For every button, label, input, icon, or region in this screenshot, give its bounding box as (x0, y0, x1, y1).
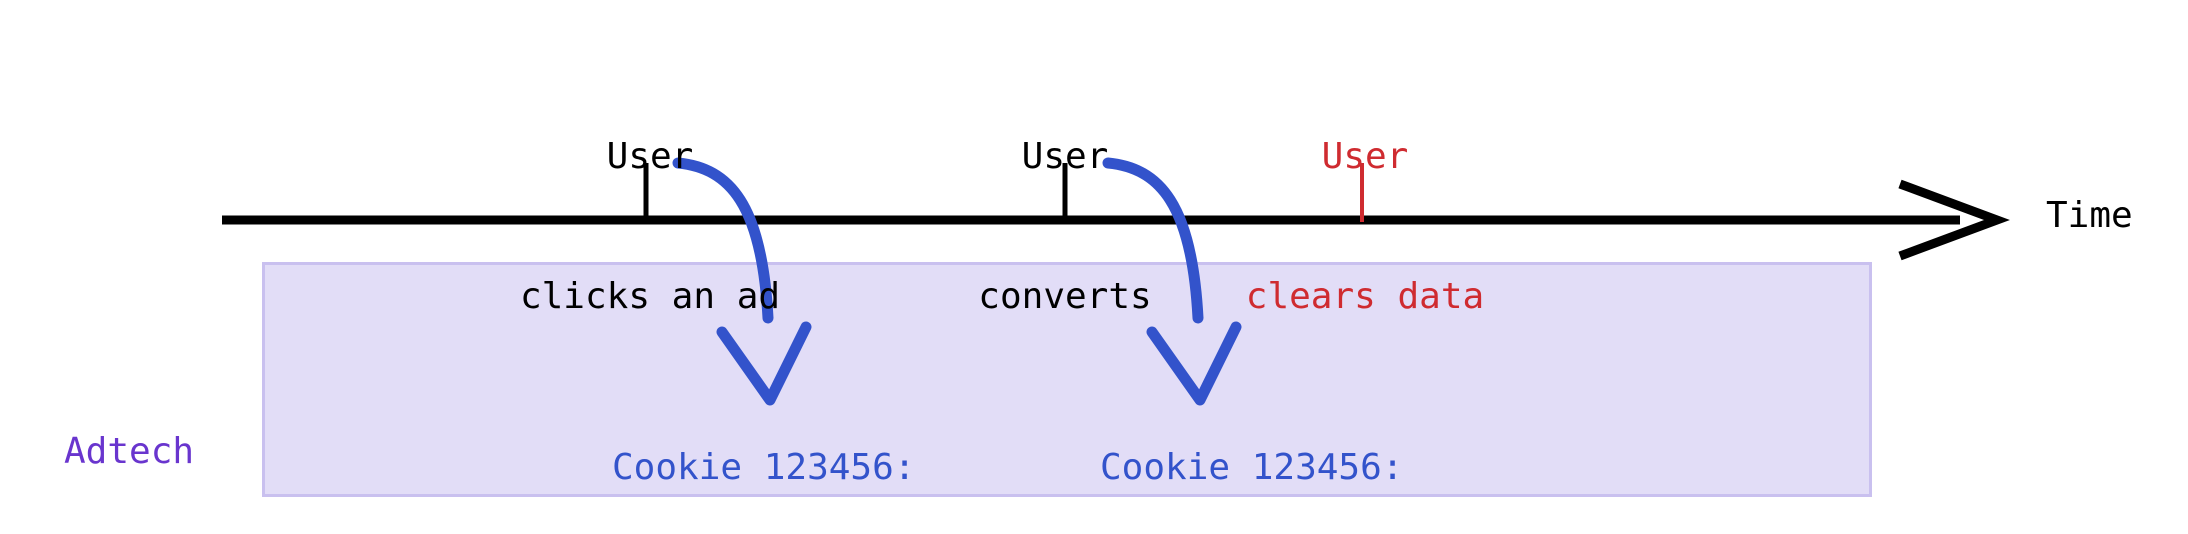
timeline-axis-label: Time (2046, 195, 2133, 236)
server-record-ad-clicked: Cookie 123456: Ad clicked (612, 348, 915, 534)
event-label-conversion: User converts (880, 40, 1250, 414)
event-label-clear-data-line1: User (1321, 135, 1409, 177)
server-record-converted: Cookie 123456: Converted (1100, 348, 1403, 534)
event-label-conversion-line2: converts (978, 275, 1152, 317)
timeline-arrowhead (1898, 179, 2010, 261)
adtech-server-label-line1: Adtech (64, 431, 195, 473)
event-label-ad-click-line1: User (606, 135, 694, 177)
event-label-clear-data: User clears data (1180, 40, 1550, 414)
event-label-conversion-line1: User (1021, 135, 1109, 177)
server-record-ad-clicked-line1: Cookie 123456: (612, 447, 916, 489)
event-label-ad-click-line2: clicks an ad (519, 275, 781, 317)
adtech-server-label: Adtech server (64, 332, 194, 534)
event-label-clear-data-line2: clears data (1245, 275, 1485, 317)
server-record-converted-line1: Cookie 123456: (1100, 447, 1404, 489)
adtech-server-region (262, 262, 1872, 497)
event-label-ad-click: User clicks an ad (440, 40, 860, 414)
